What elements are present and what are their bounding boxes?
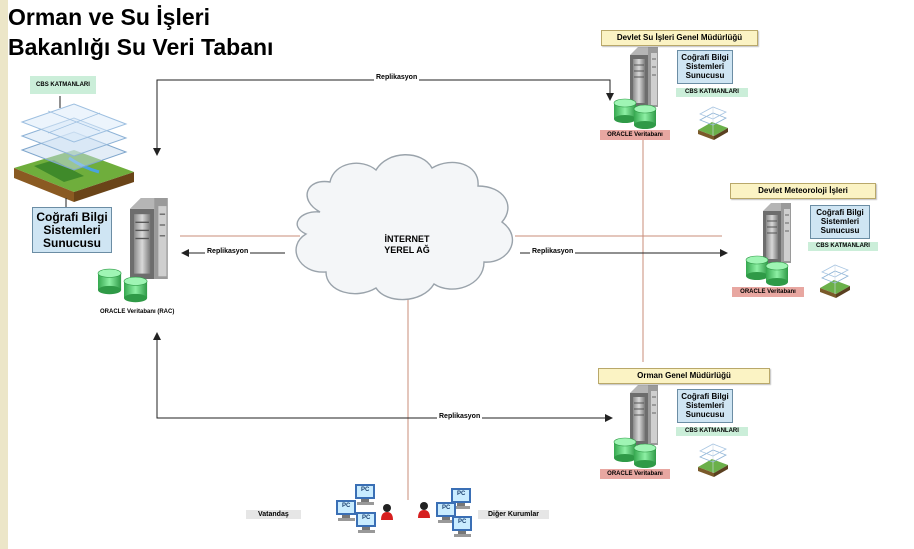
gis-layers-icon [14, 103, 134, 202]
cbs-layers-label: CBS KATMANLARI [30, 76, 96, 94]
user-icon [418, 502, 430, 518]
database-cylinder-icon [613, 437, 637, 463]
oracle-label-meteoroloji: ORACLE Veritabanı [732, 287, 804, 297]
database-cylinder-icon [633, 443, 657, 469]
database-cylinder-icon [633, 104, 657, 130]
cbs-layers-label-ogm: CBS KATMANLARI [676, 427, 748, 436]
gis-layers-icon [697, 106, 729, 141]
pc-label: PC [457, 491, 466, 497]
cbs-layers-label-meteoroloji: CBS KATMANLARI [808, 242, 878, 251]
cbs-layers-label-dsi: CBS KATMANLARI [676, 88, 748, 97]
replication-label-right: Replikasyon [530, 248, 576, 255]
client-label-institutions: Diğer Kurumlar [478, 510, 549, 519]
page-title-line-2: Bakanlığı Su Veri Tabanı [8, 34, 274, 60]
org-label-meteoroloji: Devlet Meteoroloji İşleri [730, 183, 876, 199]
database-cylinder-icon [765, 261, 789, 287]
database-cylinder-icon [745, 255, 769, 281]
cloud-label-line-1: İNTERNET [384, 234, 430, 244]
replication-label-bottom: Replikasyon [437, 413, 483, 420]
gis-server-label: Coğrafi Bilgi Sistemleri Sunucusu [32, 207, 112, 253]
gis-server-label-dsi: Coğrafi Bilgi Sistemleri Sunucusu [677, 50, 733, 84]
pc-label: PC [442, 505, 451, 511]
pc-label: PC [361, 487, 370, 493]
replication-label-left: Replikasyon [205, 248, 251, 255]
org-label-dsi: Devlet Su İşleri Genel Müdürlüğü [601, 30, 758, 46]
pc-label: PC [342, 503, 351, 509]
org-label-ogm: Orman Genel Müdürlüğü [598, 368, 770, 384]
cloud-label-line-2: YEREL AĞ [384, 245, 430, 255]
gis-server-label-ogm: Coğrafi Bilgi Sistemleri Sunucusu [677, 389, 733, 423]
gis-server-label-meteoroloji: Coğrafi Bilgi Sistemleri Sunucusu [810, 205, 870, 239]
page-title-line-1: Orman ve Su İşleri [8, 4, 210, 30]
pc-label: PC [458, 519, 467, 525]
user-icon [381, 504, 393, 520]
gis-layers-icon [819, 264, 851, 299]
connection-lines [180, 136, 722, 500]
pc-label: PC [362, 515, 371, 521]
cloud-label: İNTERNET YEREL AĞ [362, 234, 452, 256]
gis-layers-icon [697, 443, 729, 478]
server-tower-icon [129, 197, 169, 280]
oracle-label-ogm: ORACLE Veritabanı [600, 469, 670, 479]
database-cylinder-icon [613, 98, 637, 124]
internet-cloud [295, 154, 514, 301]
server-tower-icon [629, 384, 659, 446]
server-tower-icon [629, 46, 659, 108]
database-cylinder-icon [123, 276, 148, 303]
server-tower-icon [762, 202, 792, 264]
client-label-citizen: Vatandaş [246, 510, 301, 519]
oracle-label-dsi: ORACLE Veritabanı [600, 130, 670, 140]
database-cylinder-icon [97, 268, 122, 295]
oracle-rac-label: ORACLE Veritabanı (RAC) [100, 309, 175, 315]
page-border [0, 0, 8, 549]
replication-label-top: Replikasyon [374, 74, 420, 81]
